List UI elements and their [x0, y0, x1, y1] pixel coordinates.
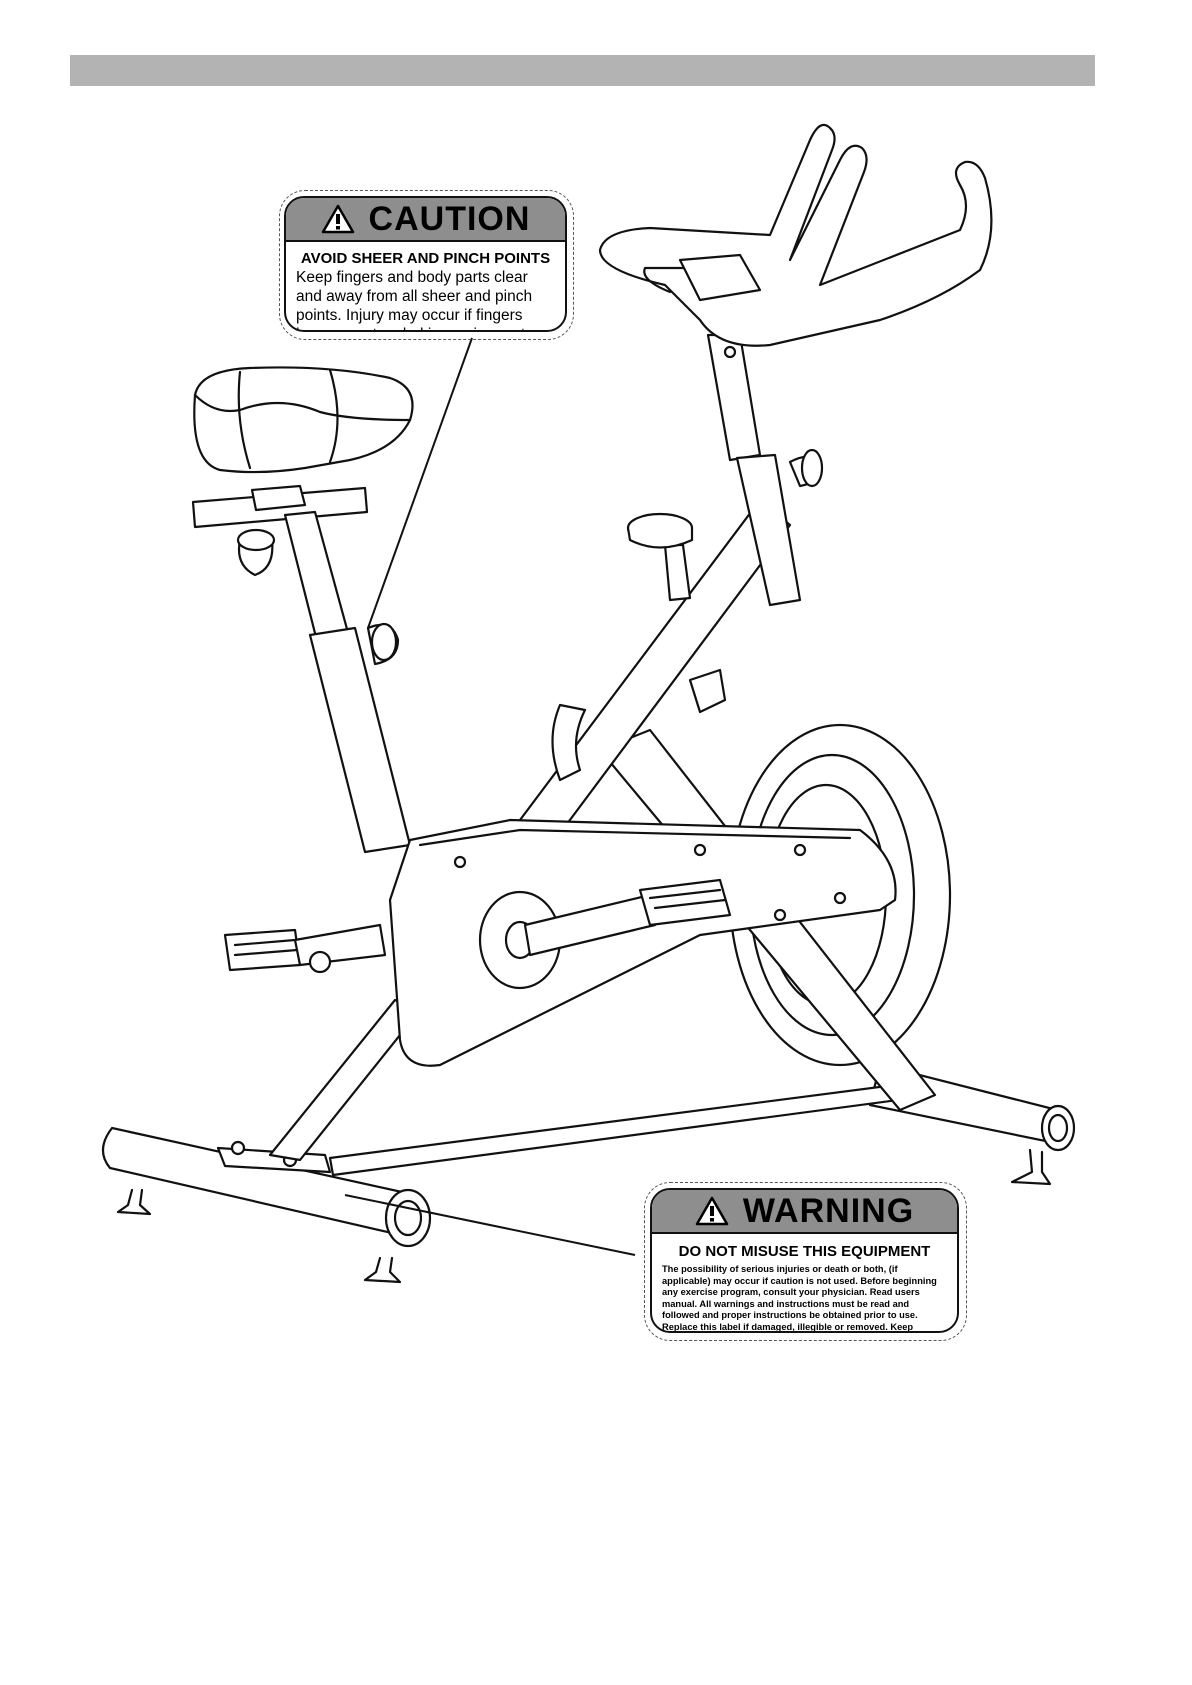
- warning-label-outline: [644, 1182, 967, 1341]
- handlebars: [598, 123, 993, 347]
- warning-triangle-icon: [695, 1196, 729, 1226]
- caution-heading: CAUTION: [368, 199, 531, 238]
- header-bar: [70, 55, 1095, 86]
- warning-label-heading-band: WARNING: [652, 1190, 957, 1234]
- warning-body-text: The possibility of serious injuries or d…: [662, 1264, 937, 1332]
- caution-label-outline: [279, 190, 574, 340]
- caution-label-heading-band: CAUTION: [286, 198, 565, 242]
- warning-leader-line: [344, 1194, 636, 1256]
- bottle-holder: [551, 703, 587, 782]
- caution-subheading: AVOID SHEER AND PINCH POINTS: [300, 250, 551, 267]
- warning-subheading: DO NOT MISUSE THIS EQUIPMENT: [678, 1243, 931, 1260]
- base-bar: [328, 1083, 900, 1177]
- warning-heading: WARNING: [742, 1191, 915, 1230]
- warning-triangle-icon: [321, 204, 354, 234]
- seat-post: [283, 510, 352, 647]
- caution-body-text: Keep fingers and body parts clear and aw…: [296, 269, 537, 330]
- front-stabilizer: [101, 1126, 422, 1238]
- front-leg: [268, 998, 422, 1162]
- caution-label: CAUTION AVOID SHEER AND PINCH POINTS Kee…: [284, 196, 567, 332]
- chain-guard: [388, 818, 897, 1067]
- warning-label: WARNING DO NOT MISUSE THIS EQUIPMENT The…: [650, 1188, 959, 1333]
- caution-leader-line: [367, 337, 473, 629]
- resistance-knob: [663, 543, 692, 602]
